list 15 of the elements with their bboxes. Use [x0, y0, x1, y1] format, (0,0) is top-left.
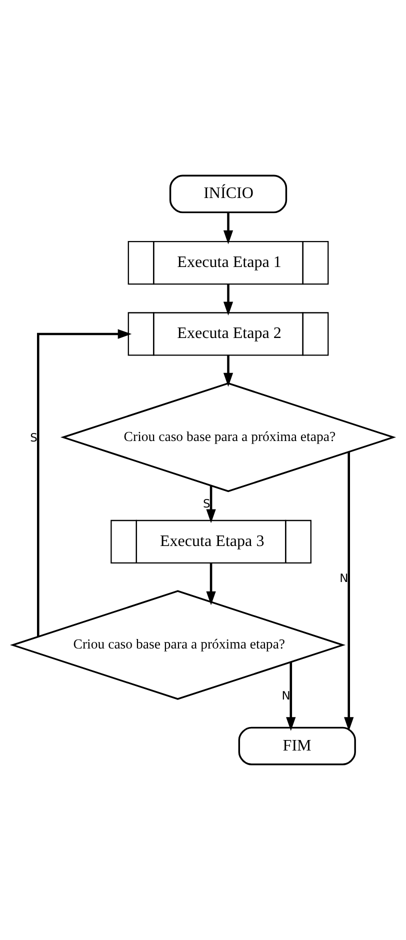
- arrow: [206, 486, 216, 524]
- edge-label: N: [340, 570, 348, 585]
- arrow: [344, 452, 354, 731]
- arrow: [223, 284, 234, 316]
- edge-label: S: [203, 496, 210, 510]
- node-box: INÍCIO: [169, 174, 288, 214]
- arrow: [206, 562, 216, 606]
- node-diamond: Criou caso base para a próxima etapa?: [60, 382, 396, 492]
- arrow: [286, 662, 296, 731]
- arrow: [223, 212, 234, 244]
- arrow: [223, 354, 234, 387]
- node-box: FIM: [238, 726, 356, 766]
- edge-label: S: [30, 430, 38, 444]
- edge-label: N: [282, 688, 290, 702]
- arrow: [36, 329, 132, 637]
